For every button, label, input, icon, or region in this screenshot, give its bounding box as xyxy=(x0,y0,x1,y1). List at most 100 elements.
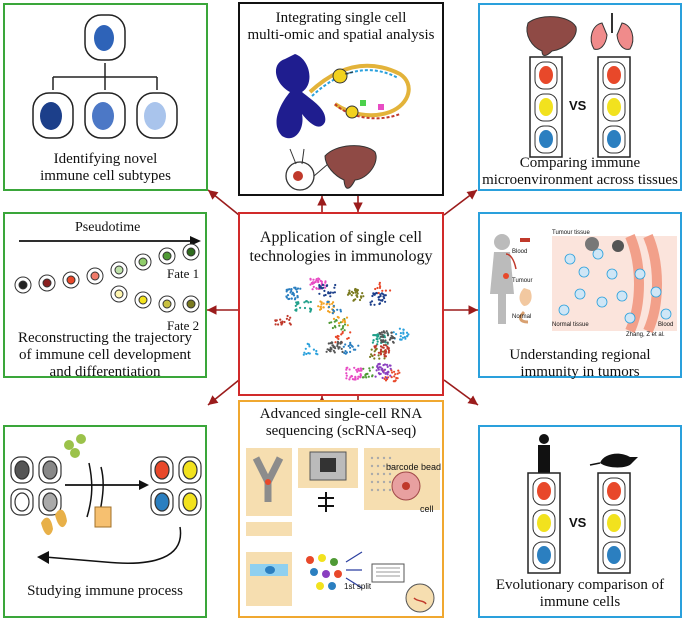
chromosome-dna-illustration xyxy=(275,54,411,191)
tsne-point xyxy=(314,280,317,284)
tsne-point xyxy=(392,331,395,334)
tsne-point xyxy=(378,281,381,284)
tsne-point xyxy=(345,368,348,371)
tsne-point xyxy=(308,345,311,348)
tsne-point xyxy=(345,372,348,375)
tsne-point xyxy=(407,333,410,336)
tsne-point xyxy=(318,278,321,281)
tsne-point xyxy=(331,326,334,330)
tsne-point xyxy=(369,355,372,358)
tsne-point xyxy=(309,278,312,281)
tsne-point xyxy=(341,332,344,335)
tsne-point xyxy=(342,345,345,348)
evolution-comparison-illustration xyxy=(527,434,638,574)
tsne-point xyxy=(293,286,296,289)
tsne-point xyxy=(379,345,383,348)
tsne-point xyxy=(295,290,299,293)
tsne-point xyxy=(390,331,393,334)
tsne-point xyxy=(396,372,399,375)
tsne-point xyxy=(346,337,349,340)
tsne-point xyxy=(320,303,323,306)
tsne-point xyxy=(348,289,351,292)
tsne-point xyxy=(386,334,390,337)
tsne-point xyxy=(315,349,318,353)
tsne-point xyxy=(376,340,379,343)
subtypes-caption-line2: immune cell subtypes xyxy=(40,168,171,184)
tsne-point xyxy=(315,287,318,290)
tsne-point xyxy=(335,319,338,322)
tsne-point xyxy=(381,340,384,343)
panel-center: Application of single cell technologies … xyxy=(238,212,444,396)
trajectory-caption-line3: and differentiation xyxy=(49,364,161,380)
tsne-point xyxy=(355,294,358,297)
tsne-point xyxy=(275,319,278,322)
tsne-point xyxy=(290,297,293,300)
tsne-point xyxy=(392,380,395,383)
tsne-point xyxy=(348,368,351,371)
tsne-point xyxy=(373,357,376,360)
tsne-point xyxy=(387,351,390,354)
tsne-point xyxy=(299,287,302,290)
tsne-point xyxy=(279,318,282,321)
tsne-point xyxy=(296,287,300,290)
trajectory-caption-line2: of immune cell development xyxy=(18,347,192,363)
tsne-point xyxy=(331,312,334,315)
tsne-point xyxy=(385,330,388,333)
tsne-point xyxy=(320,286,323,289)
tsne-point xyxy=(385,363,389,366)
tsne-point xyxy=(355,368,358,371)
tsne-point xyxy=(379,285,382,288)
tsne-point xyxy=(323,294,326,297)
tsne-point xyxy=(377,291,380,295)
tsne-point xyxy=(345,366,348,370)
tsne-point xyxy=(389,374,392,377)
tsne-point xyxy=(349,331,352,334)
tsne-point xyxy=(341,320,344,323)
tsne-point xyxy=(371,354,374,358)
fate1-label: Fate 1 xyxy=(167,266,200,281)
tsne-point xyxy=(384,300,387,303)
tsne-point xyxy=(371,374,374,377)
tsne-point xyxy=(351,345,354,348)
tsne-point xyxy=(342,325,345,328)
tsne-point xyxy=(383,294,386,297)
tsne-point xyxy=(333,291,336,294)
tsne-point xyxy=(328,303,331,306)
tsne-point xyxy=(378,366,381,369)
tsne-point xyxy=(357,344,360,347)
tsne-point xyxy=(376,338,379,341)
tsne-point xyxy=(340,328,343,331)
tsne-point xyxy=(324,280,327,283)
tsne-point xyxy=(377,296,380,299)
tsne-point xyxy=(341,326,344,330)
label-tumour: Tumour xyxy=(512,278,533,284)
tsne-point xyxy=(331,302,334,305)
tsne-point xyxy=(405,335,409,338)
tsne-point xyxy=(309,309,312,312)
tsne-point xyxy=(312,348,315,351)
tsne-point xyxy=(354,298,357,301)
panel-identifying-subtypes: Identifying novel immune cell subtypes xyxy=(3,3,208,191)
tsne-point xyxy=(384,341,387,344)
tsne-point xyxy=(405,331,409,334)
tsne-point xyxy=(289,316,292,319)
tsne-point xyxy=(382,293,385,296)
tsne-point xyxy=(393,370,396,373)
tsne-point xyxy=(303,351,306,354)
panel-tumor-immunity: Tumour tissue Blood Tumour Normal Normal… xyxy=(478,212,682,380)
tsne-point xyxy=(349,343,352,346)
tsne-point xyxy=(318,292,321,295)
panel-evolution: VS Evolutionary comparison of immune cel… xyxy=(478,425,682,618)
tsne-point xyxy=(337,346,340,349)
tsne-point xyxy=(395,333,398,336)
tsne-point xyxy=(376,333,379,336)
tsne-point xyxy=(289,291,292,294)
tissue-comparison-illustration xyxy=(526,13,634,158)
tsne-point xyxy=(315,278,318,281)
tsne-point xyxy=(316,279,320,282)
tsne-point xyxy=(339,310,342,313)
tsne-cluster-plot xyxy=(274,277,410,383)
tsne-point xyxy=(402,328,405,331)
tsne-point xyxy=(308,352,311,355)
panel-trajectory: Pseudotime Fate 1 Fate 2 Reconstructing … xyxy=(3,212,207,380)
